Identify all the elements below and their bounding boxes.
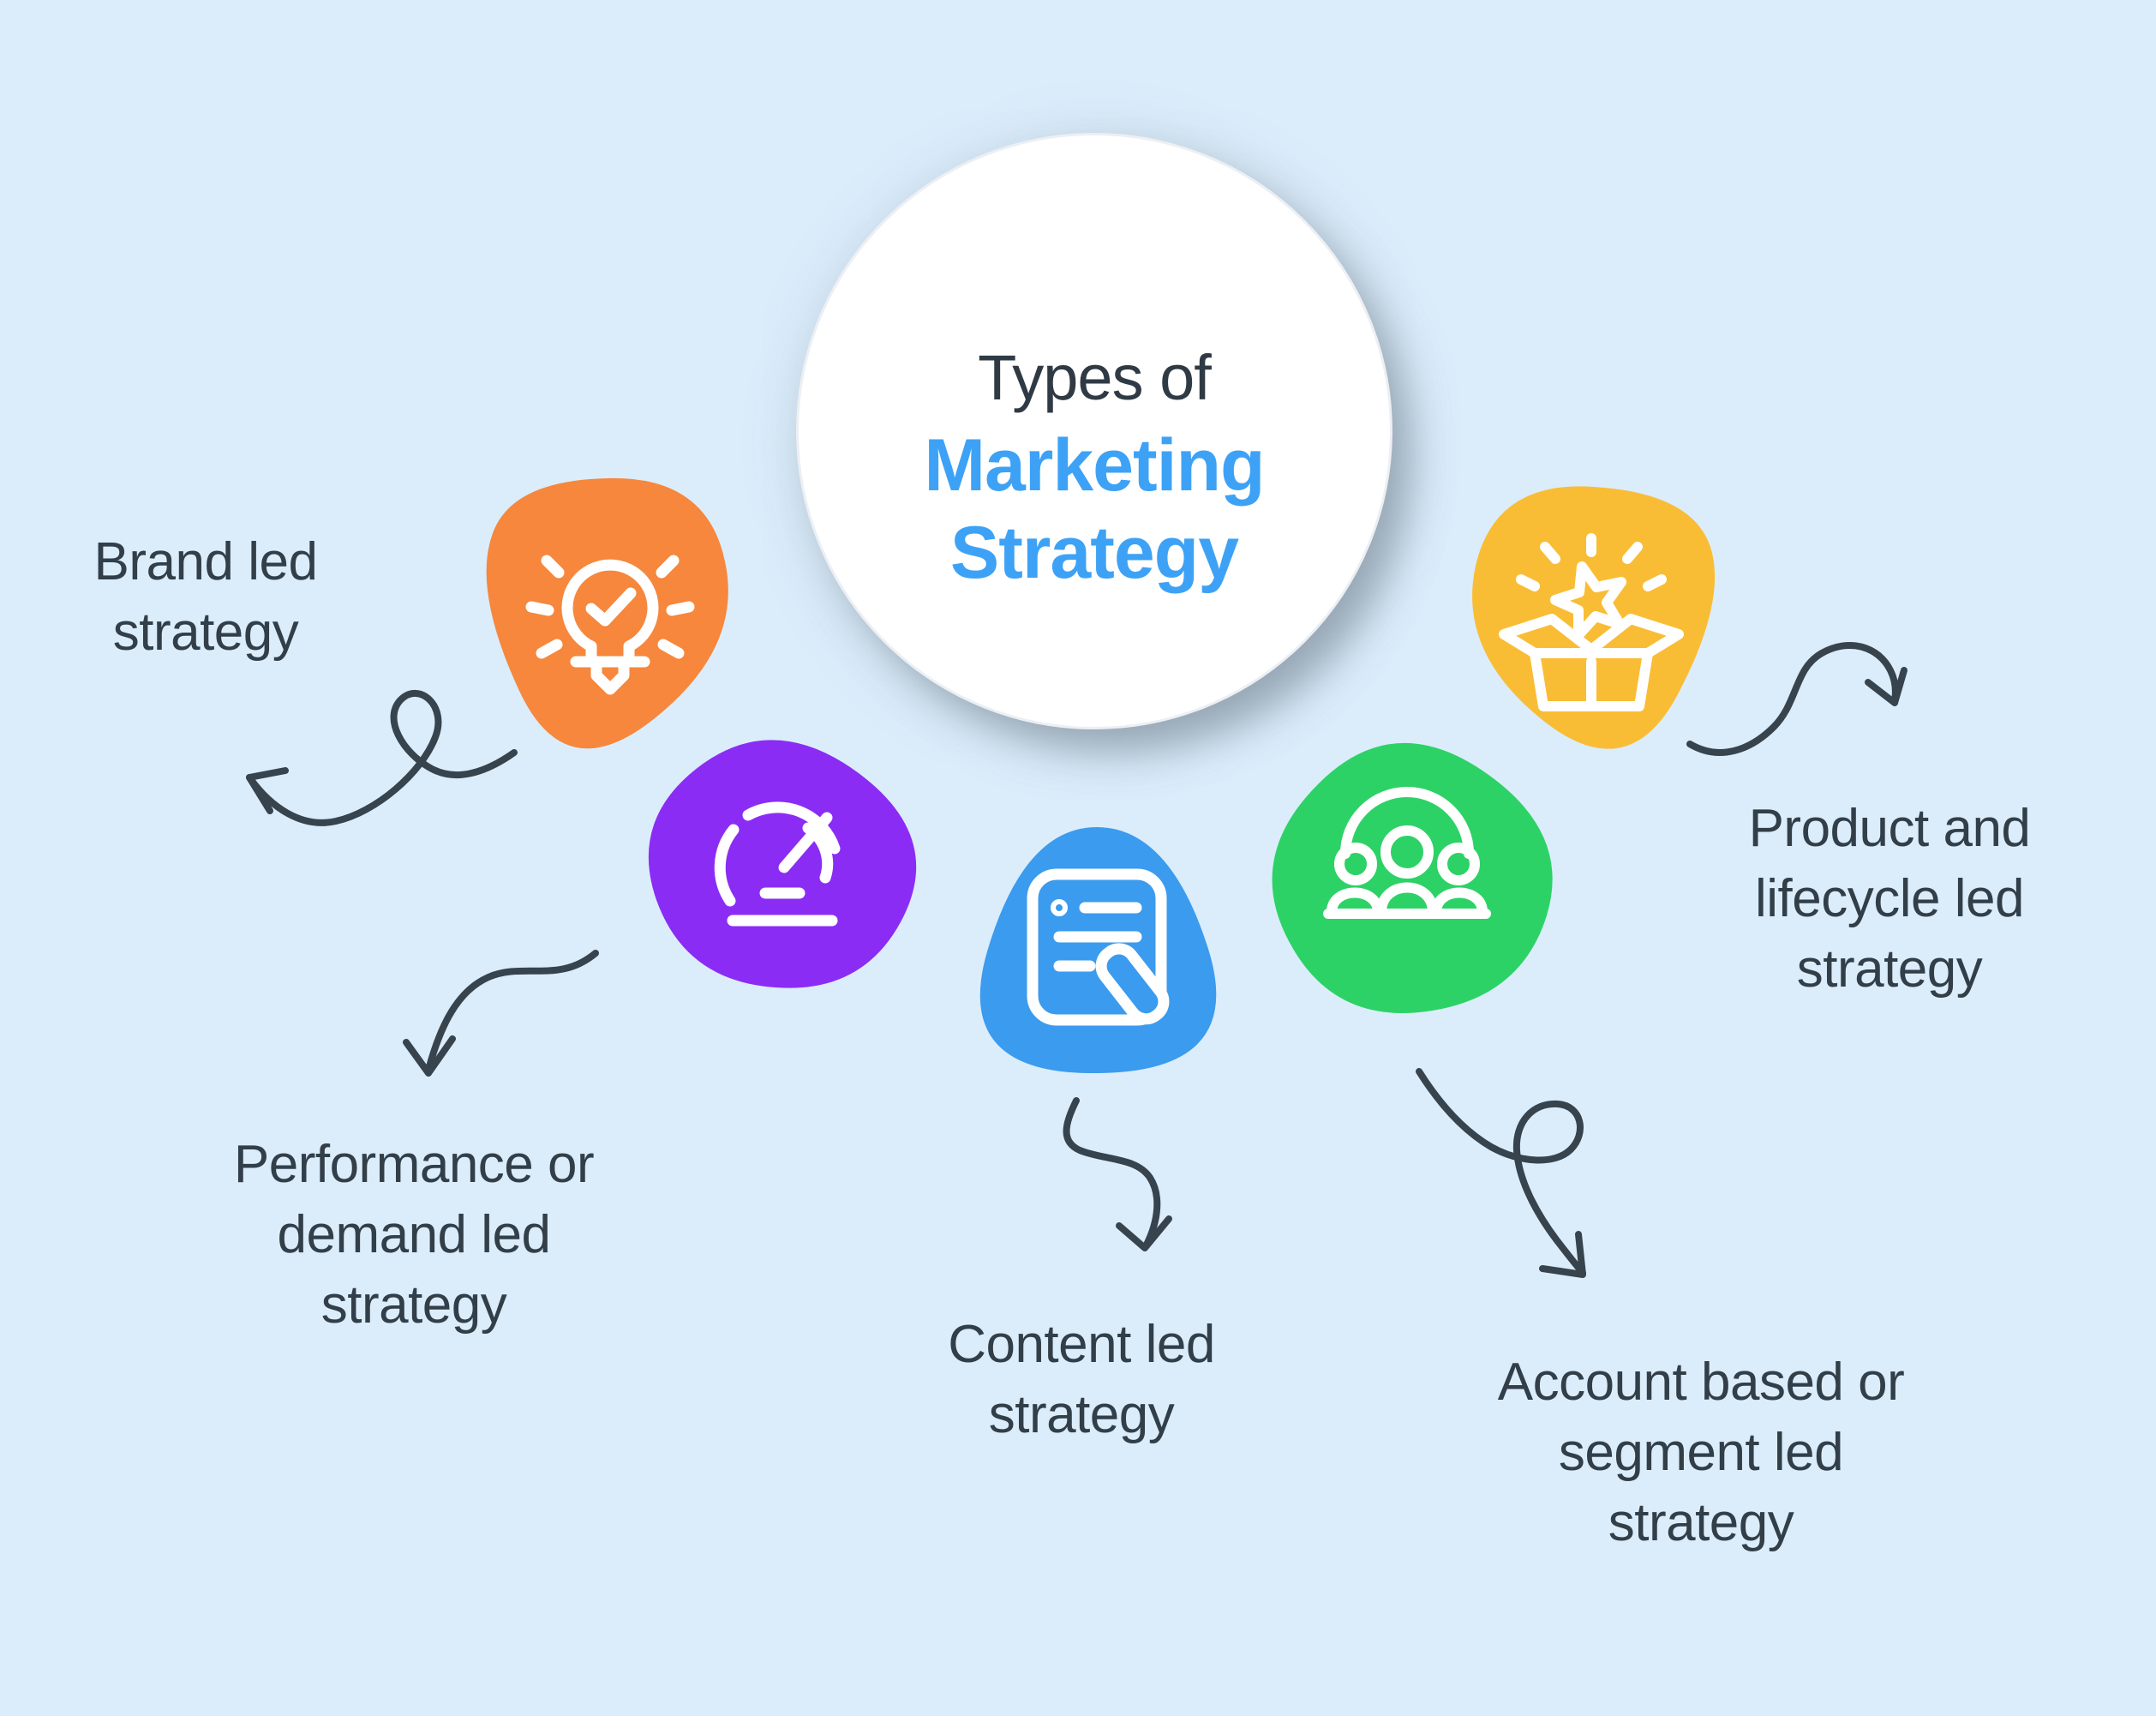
people-group-icon <box>1323 787 1491 919</box>
open-box-star-icon <box>1499 533 1684 711</box>
node-content <box>979 827 1217 1074</box>
speedometer-icon <box>714 801 841 927</box>
title-line-2: Marketing <box>924 424 1265 507</box>
title-line-3: Strategy <box>949 512 1239 594</box>
document-pen-icon <box>1027 868 1170 1026</box>
node-performance <box>648 740 917 988</box>
blob-account <box>1272 742 1553 1014</box>
curved-arrow-account <box>1416 1068 1586 1278</box>
connector-arrows <box>246 641 1907 1278</box>
label-brand-led-strategy: Brand led strategy <box>93 532 318 662</box>
curved-arrow-performance <box>403 950 599 1077</box>
curved-arrow-content <box>1063 1097 1172 1251</box>
node-account <box>1272 742 1553 1014</box>
node-brand <box>486 477 728 749</box>
blob-content <box>979 827 1217 1074</box>
label-account-segment-led-strategy: Account based or segment led strategy <box>1497 1353 1905 1552</box>
title-line-1: Types of <box>978 342 1212 413</box>
curved-arrow-brand <box>246 690 518 826</box>
label-product-lifecycle-led-strategy: Product and lifecycle led strategy <box>1748 799 2031 999</box>
node-product <box>1472 486 1716 749</box>
title-circle: Types of Marketing Strategy <box>796 133 1392 729</box>
label-performance-demand-led-strategy: Performance or demand led strategy <box>233 1135 595 1335</box>
lightbulb-check-icon <box>525 555 695 695</box>
label-content-led-strategy: Content led strategy <box>948 1315 1215 1444</box>
curved-arrow-product <box>1686 641 1907 756</box>
